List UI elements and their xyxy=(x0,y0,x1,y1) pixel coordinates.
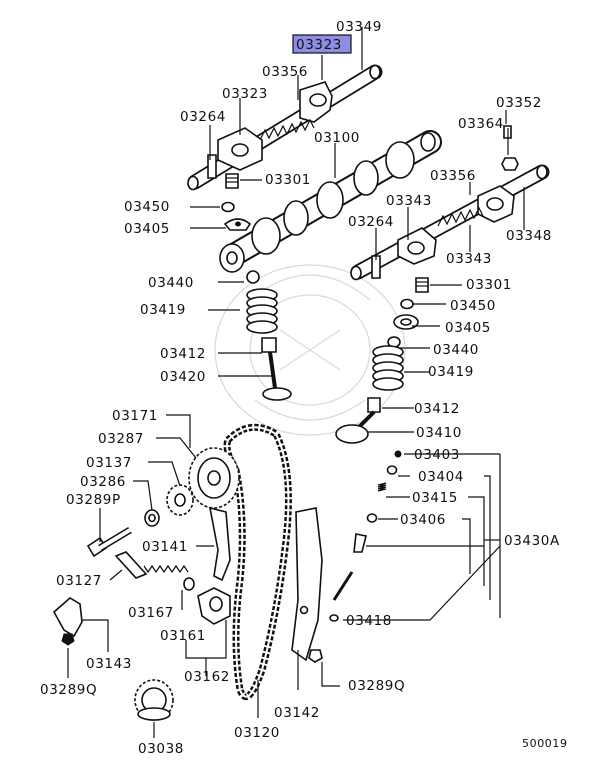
label-03430a: 03430A xyxy=(504,533,560,549)
tensioner-lever-03143[interactable] xyxy=(52,597,83,638)
rocker-adjuster-right[interactable] xyxy=(371,255,381,279)
adjust-screw-03301b[interactable] xyxy=(415,277,429,293)
label-03419: 03419 xyxy=(140,302,186,318)
retainer-03440a[interactable] xyxy=(246,270,260,284)
adjust-screw-03301a[interactable] xyxy=(225,173,239,189)
label-03171: 03171 xyxy=(112,408,158,424)
label-03323-highlighted: 03323 xyxy=(296,37,342,53)
valve-03430a[interactable] xyxy=(332,533,367,601)
valve-seal-03412a[interactable] xyxy=(261,337,277,353)
label-03142: 03142 xyxy=(274,705,320,721)
label-03405: 03405 xyxy=(124,221,170,237)
label-03264: 03264 xyxy=(180,109,226,125)
label-03141: 03141 xyxy=(142,539,188,555)
label-03264-right: 03264 xyxy=(348,214,394,230)
valve-spring-03419b[interactable] xyxy=(372,345,404,391)
label-03352: 03352 xyxy=(496,95,542,111)
nut-03450a[interactable] xyxy=(221,201,235,213)
tensioner-03161[interactable] xyxy=(197,587,231,625)
highlight-box xyxy=(292,34,352,54)
label-03349: 03349 xyxy=(336,19,382,35)
washer-03167[interactable] xyxy=(183,577,195,591)
cap-03405b[interactable] xyxy=(393,314,419,330)
label-03120: 03120 xyxy=(234,725,280,741)
part-labels: 03349 03323 03356 03323 03264 03100 0330… xyxy=(40,19,568,757)
label-03450: 03450 xyxy=(124,199,170,215)
valve-03410[interactable] xyxy=(335,410,376,444)
label-03418: 03418 xyxy=(346,613,392,629)
label-03356-right: 03356 xyxy=(430,168,476,184)
label-03403: 03403 xyxy=(414,447,460,463)
rocker-shaft-right[interactable] xyxy=(350,164,550,281)
label-03286: 03286 xyxy=(80,474,126,490)
spring-03415[interactable] xyxy=(377,482,387,492)
label-03143: 03143 xyxy=(86,656,132,672)
label-03167: 03167 xyxy=(128,605,174,621)
label-03405-right: 03405 xyxy=(445,320,491,336)
label-03406: 03406 xyxy=(400,512,446,528)
label-03162: 03162 xyxy=(184,669,230,685)
label-03323: 03323 xyxy=(222,86,268,102)
retainer-03406[interactable] xyxy=(366,513,378,523)
camshaft[interactable] xyxy=(219,130,442,273)
label-03364: 03364 xyxy=(458,116,504,132)
valve-seal-03412b[interactable] xyxy=(367,397,381,413)
label-03343: 03343 xyxy=(386,193,432,209)
label-03412-right: 03412 xyxy=(414,401,460,417)
bolt-03289q-right[interactable] xyxy=(308,649,323,663)
label-03301-right: 03301 xyxy=(466,277,512,293)
label-03420: 03420 xyxy=(160,369,206,385)
chain-guide-03142[interactable] xyxy=(291,507,323,662)
label-03412: 03412 xyxy=(160,346,206,362)
valve-spring-03419a[interactable] xyxy=(246,288,278,334)
label-03440: 03440 xyxy=(148,275,194,291)
pin-03127[interactable] xyxy=(114,551,148,579)
label-03100: 03100 xyxy=(314,130,360,146)
rocker-spring-left[interactable] xyxy=(259,118,315,141)
rocker-spring-right[interactable] xyxy=(437,206,484,227)
nut-03403[interactable] xyxy=(394,450,402,458)
leader-lines xyxy=(67,27,525,738)
label-03289p: 03289P xyxy=(66,492,121,508)
label-03440-right: 03440 xyxy=(433,342,479,358)
label-03289q-left: 03289Q xyxy=(40,682,97,698)
watermark-emblem xyxy=(214,264,406,436)
nut-03364[interactable] xyxy=(501,157,519,171)
cam-sprocket[interactable] xyxy=(188,447,240,509)
crank-sprocket-03038[interactable] xyxy=(134,679,174,721)
rocker-arm-right-upper[interactable] xyxy=(477,185,515,223)
idler-sprocket[interactable] xyxy=(166,484,194,516)
label-03287: 03287 xyxy=(98,431,144,447)
spring-03167[interactable] xyxy=(143,564,189,574)
label-03161: 03161 xyxy=(160,628,206,644)
label-03415: 03415 xyxy=(412,490,458,506)
rocker-arm-upper[interactable] xyxy=(299,81,333,123)
label-03404: 03404 xyxy=(418,469,464,485)
timing-chain[interactable] xyxy=(223,423,292,701)
diagram-code: 500019 xyxy=(522,737,568,750)
chain-guide-03141[interactable] xyxy=(208,506,231,582)
washer-03286[interactable] xyxy=(144,509,160,527)
label-03137: 03137 xyxy=(86,455,132,471)
bolt-03289q-left[interactable] xyxy=(61,633,75,646)
rocker-arm-lower[interactable] xyxy=(217,127,263,171)
label-03348: 03348 xyxy=(506,228,552,244)
bolt-03289p[interactable] xyxy=(86,526,132,558)
valve-03420[interactable] xyxy=(262,351,292,401)
label-03289q-right: 03289Q xyxy=(348,678,405,694)
cap-03405a[interactable] xyxy=(223,218,252,231)
label-03343-right: 03343 xyxy=(446,251,492,267)
label-03038: 03038 xyxy=(138,741,184,757)
rocker-adjuster-left[interactable] xyxy=(207,154,217,179)
label-03301: 03301 xyxy=(265,172,311,188)
nut-03450b[interactable] xyxy=(400,298,414,310)
seal-03418[interactable] xyxy=(329,614,339,622)
label-03356: 03356 xyxy=(262,64,308,80)
washer-03404[interactable] xyxy=(386,465,398,475)
label-03410: 03410 xyxy=(416,425,462,441)
label-03419-right: 03419 xyxy=(428,364,474,380)
label-03127: 03127 xyxy=(56,573,102,589)
label-03450-right: 03450 xyxy=(450,298,496,314)
